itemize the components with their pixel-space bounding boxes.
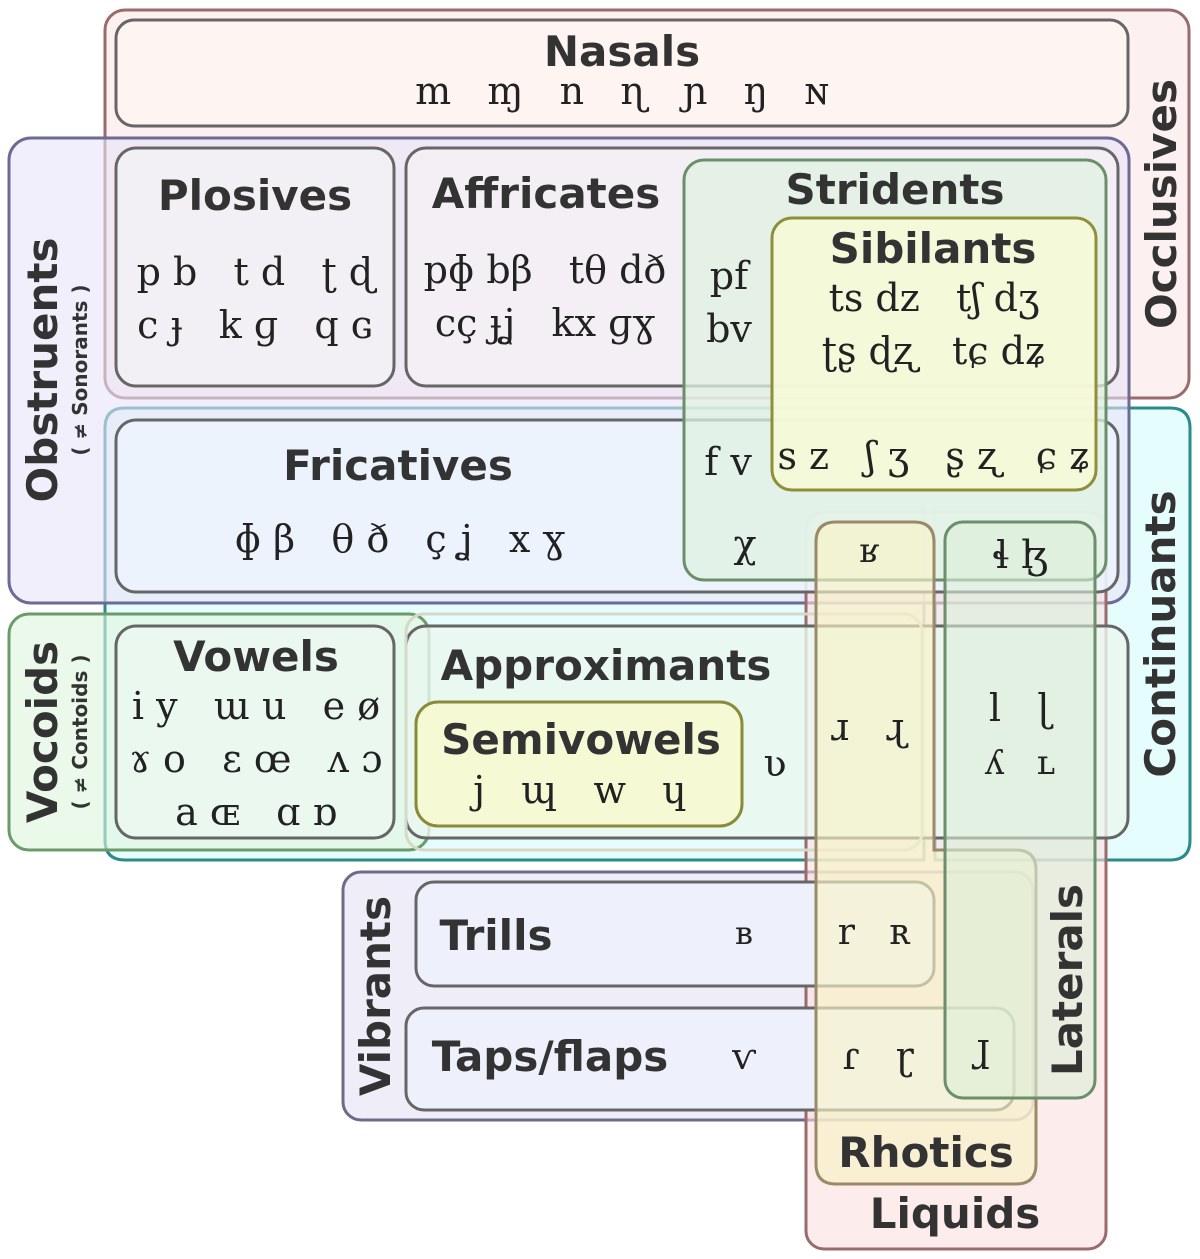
rhotic-fricative: ʁ [859, 531, 879, 571]
taps-flaps-heading: Taps/flaps [432, 1032, 669, 1081]
rhotic-trills: r ʀ [838, 912, 911, 953]
semivowels-symbols: j ɰ w ɥ [469, 768, 687, 812]
approximants-heading: Approximants [441, 641, 772, 690]
rhotics-heading: Rhotics [838, 1128, 1013, 1177]
obstruents-note: ( ≠ Sonorants ) [68, 284, 92, 455]
sibilants-heading: Sibilants [830, 224, 1037, 273]
trills-heading: Trills [440, 911, 553, 960]
plosives-symbols-row1: p b t d ʈ ɖ [137, 250, 378, 294]
sibilant-affricates-row1: ts dz tʃ dʒ [829, 276, 1040, 320]
semivowels-box [414, 700, 744, 828]
lateral-flap: ɺ [970, 1034, 989, 1078]
occlusives-heading: Occlusives [1137, 79, 1186, 329]
uvular-fricative: χ [733, 522, 756, 566]
nasals-symbols: m ɱ n ɳ ɲ ŋ ɴ [415, 69, 829, 113]
nasals-heading: Nasals [544, 27, 700, 76]
rhotic-approximants: ɹ ɻ [830, 705, 909, 749]
tap-labiodental: ⱱ [731, 1037, 756, 1078]
sibilant-affricates-row2: ʈʂ ɖʐ tɕ dʑ [822, 329, 1047, 373]
laterals-region [943, 520, 1097, 1100]
lateral-approximants-row1: l ɭ [989, 686, 1054, 730]
nasals-box [114, 18, 1130, 128]
vowels-row1: i y ɯ u e ø [132, 684, 380, 728]
approximant-labiodental: ʋ [763, 741, 786, 785]
plosives-symbols-row2: c ɟ k ɡ q ɢ [137, 303, 373, 347]
vowels-row3: a ɶ ɑ ɒ [175, 790, 337, 834]
fricatives-symbols: ɸ β θ ð ç ʝ x ɣ [235, 517, 566, 561]
lateral-fricatives: ɬ ɮ [992, 533, 1048, 577]
vocoids-heading: Vocoids [18, 641, 67, 823]
continuants-heading: Continuants [1136, 490, 1185, 777]
strident-affricates-row1: pf [710, 254, 751, 298]
plosives-box [114, 146, 396, 388]
semivowels-heading: Semivowels [441, 715, 721, 764]
sibilants-region [770, 216, 1098, 492]
affricates-symbols-row2: cç ɟʝ kx ɡɣ [435, 301, 656, 345]
affricates-symbols-row1: pɸ bβ tθ dð [424, 248, 667, 292]
stridents-heading: Stridents [786, 165, 1005, 214]
laterals-heading: Laterals [1043, 884, 1092, 1076]
rhotic-taps: ɾ ɽ [842, 1034, 914, 1078]
lateral-approximants-row2: ʎ ʟ [984, 743, 1055, 783]
vowels-box [114, 624, 396, 840]
obstruents-heading: Obstruents [18, 238, 67, 503]
trill-bilabial: ʙ [735, 914, 753, 952]
sibilant-fricatives: s z ʃ ʒ ʂ ʐ ɕ ʑ [777, 434, 1090, 478]
affricates-heading: Affricates [432, 169, 660, 218]
strident-fricatives: f v [704, 440, 752, 484]
liquids-heading: Liquids [870, 1189, 1041, 1238]
vibrants-heading: Vibrants [351, 896, 400, 1096]
strident-affricates-row2: bv [706, 307, 752, 351]
vowels-row2: ɤ o ɛ œ ʌ ɔ [129, 737, 382, 781]
fricatives-heading: Fricatives [283, 441, 513, 490]
vocoids-note: ( ≠ Contoids ) [68, 655, 92, 810]
plosives-heading: Plosives [158, 171, 352, 220]
vowels-heading: Vowels [173, 632, 339, 681]
